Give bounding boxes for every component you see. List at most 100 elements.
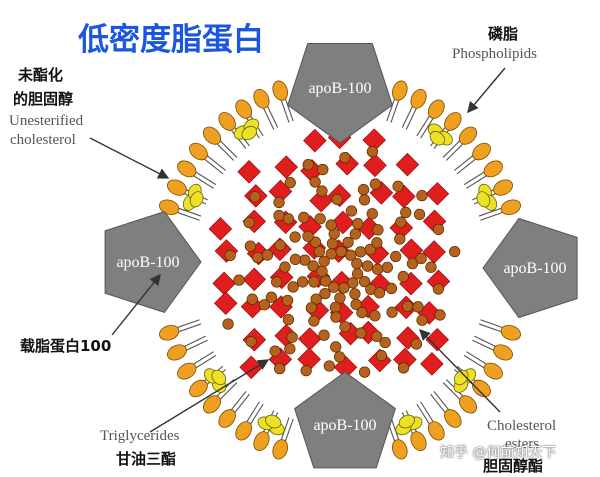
phospholipid-head: [444, 112, 462, 131]
cholesterol-ester-bead: [333, 351, 346, 363]
cholesterol-ester-bead: [401, 300, 414, 312]
cholesterol-ester-bead: [274, 362, 286, 375]
cholesterol-ester-bead: [347, 277, 359, 289]
phospholipid-head: [235, 421, 253, 441]
cholesterol-ester-bead: [356, 306, 368, 319]
watermark: 知乎 @何前知天下: [440, 445, 557, 461]
cholesterol-ester-bead: [325, 248, 337, 260]
phospholipid-head: [493, 344, 513, 361]
apob-100-protein: apoB-100: [294, 371, 396, 469]
unesterified-cn-label-1: 未酯化: [18, 66, 64, 84]
phospholipid-head: [235, 99, 253, 119]
cholesterol-ester-bead: [358, 275, 371, 288]
phospholipid-head: [202, 126, 222, 145]
triglyceride: [425, 182, 450, 206]
cholesterol-ester-bead: [309, 176, 321, 188]
phospholipid-head: [410, 88, 427, 109]
cholesterol-ester-bead: [244, 240, 257, 252]
cholesterol-ester-bead: [390, 250, 402, 263]
cholesterol-ester-bead: [261, 249, 274, 261]
cholesterol-ester-bead: [366, 145, 379, 158]
cholesterol-ester-bead: [269, 345, 281, 357]
cholesterol-ester-bead: [289, 231, 301, 243]
apob-100-protein: apoB-100: [482, 217, 578, 319]
phospholipid-head: [159, 199, 180, 216]
cholesterol-molecule: [241, 125, 258, 141]
phospholipid-head: [500, 199, 521, 216]
cholesterol-ester-bead: [243, 216, 255, 229]
cholesterol-ester-bead: [397, 270, 409, 283]
cholesterol-ester-bead: [345, 205, 358, 217]
cholesterol-ester-bead: [299, 254, 311, 266]
cholesterol-ester-bead: [330, 311, 342, 323]
phospholipid-head: [159, 324, 180, 341]
cholesterol-ester-bead: [298, 211, 310, 224]
cholesterol-ester-bead: [386, 306, 398, 318]
triglycerides-cn-label: 甘油三酯: [116, 450, 177, 468]
cholesterol-ester-bead: [351, 257, 363, 270]
cholesterol-molecule: [476, 191, 491, 208]
cholesterol-ester-bead: [282, 313, 295, 326]
cholesterol-ester-bead: [432, 283, 445, 295]
cholesterol-ester-bead: [371, 263, 384, 275]
cholesterol-esters-en-label-2: esters: [505, 436, 540, 452]
phospholipid-head: [272, 80, 289, 101]
cholesterol-ester-bead: [314, 213, 326, 225]
cholesterol-ester-bead: [245, 336, 257, 348]
cholesterol-ester-bead: [286, 331, 298, 343]
cholesterol-ester-bead: [279, 261, 291, 273]
apob-label: apoB-100: [116, 254, 179, 271]
triglyceride: [363, 153, 387, 178]
cholesterol-ester-bead: [412, 301, 424, 313]
phospholipid-head: [472, 142, 491, 161]
lipid-core: [208, 125, 461, 391]
cholesterol-molecule: [429, 131, 446, 146]
cholesterol-ester-bead: [379, 336, 391, 349]
cholesterol-ester-bead: [397, 362, 410, 374]
phospholipid-head: [391, 439, 408, 460]
cholesterol-ester-bead: [349, 228, 362, 240]
cholesterol-ester-bead: [342, 236, 354, 249]
cholesterol-ester-bead: [318, 255, 330, 267]
cholesterol-ester-bead: [372, 224, 384, 236]
cholesterol-ester-bead: [296, 276, 309, 288]
cholesterol-ester-bead: [394, 233, 406, 245]
cholesterol-ester-bead: [369, 178, 382, 190]
cholesterol-ester-bead: [302, 230, 314, 242]
triglyceride: [212, 271, 236, 296]
phospholipid-head: [218, 112, 236, 131]
cholesterol-ester-bead: [350, 298, 362, 311]
triglyceride: [237, 160, 261, 184]
phospholipid-head: [493, 179, 513, 196]
cholesterol-ester-bead: [349, 288, 361, 300]
apob-pentagon: [294, 371, 396, 469]
cholesterol-ester-bead: [358, 194, 371, 206]
cholesterol-ester-bead: [354, 246, 367, 258]
triglyceride: [426, 269, 451, 294]
phospholipid-head: [472, 379, 491, 398]
phospholipid-head: [253, 88, 270, 109]
phospholipid-head: [189, 142, 208, 161]
cholesterol-ester-bead: [366, 208, 378, 220]
cholesterol-ester-bead: [352, 218, 364, 230]
cholesterol-esters-cn-label: 胆固醇酯: [483, 457, 544, 475]
apob-label: apoB-100: [308, 80, 371, 97]
phospholipid-head: [177, 160, 197, 178]
cholesterol-esters-en-label-1: Cholesterol: [487, 418, 557, 434]
cholesterol-ester-bead: [274, 239, 286, 251]
apob-pentagon: [287, 43, 393, 144]
cholesterol-ester-bead: [357, 184, 370, 196]
phospholipid-head: [177, 362, 197, 380]
triglyceride: [309, 188, 333, 213]
cholesterol-ester-bead: [224, 249, 236, 262]
cholesterol-ester-bead: [415, 252, 427, 265]
cholesterol-ester-bead: [413, 208, 426, 220]
cholesterol-ester-bead: [222, 318, 234, 330]
cholesterol-molecule: [453, 369, 469, 386]
triglyceride: [214, 291, 238, 315]
triglyceride: [298, 327, 322, 351]
cholesterol-ester-bead: [381, 261, 393, 273]
cholesterol-ester-bead: [287, 281, 299, 293]
cholesterol-ester-bead: [334, 292, 346, 304]
